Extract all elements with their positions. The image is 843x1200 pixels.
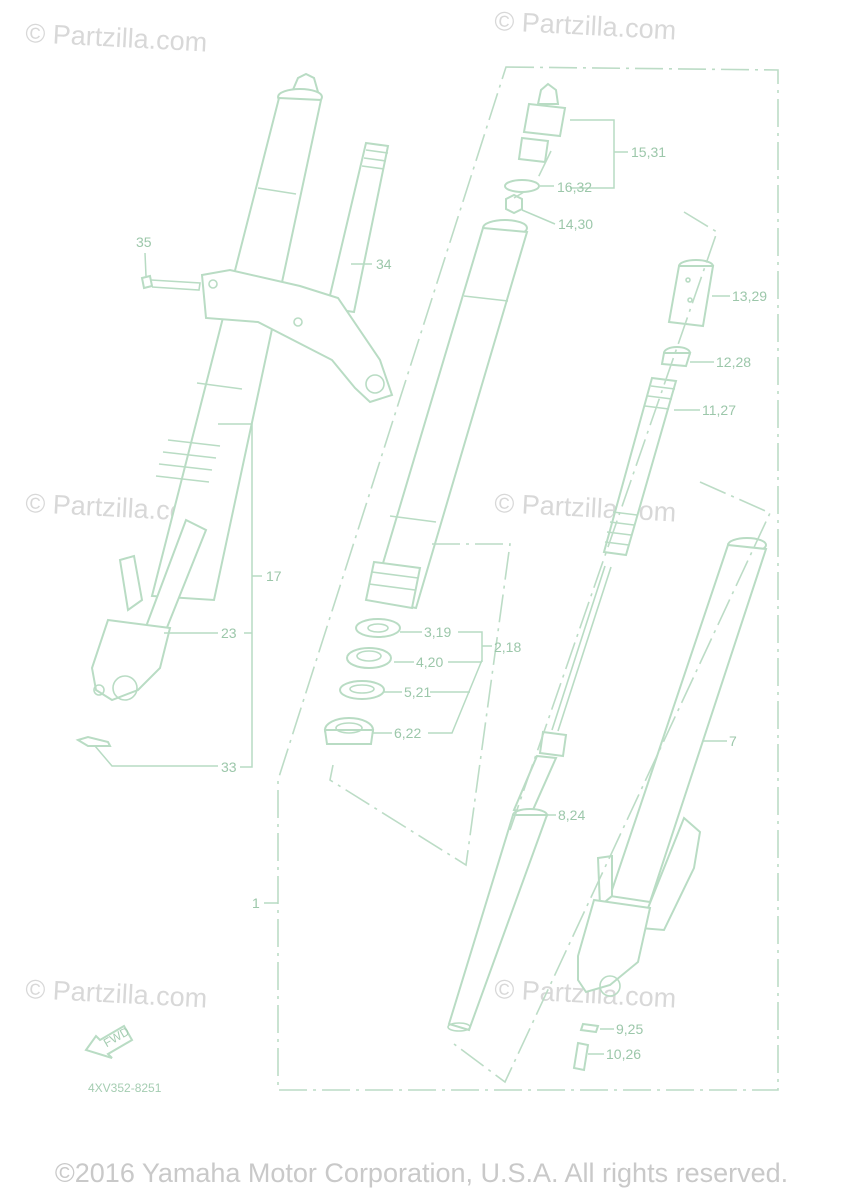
callout-17: 17 (266, 568, 282, 584)
spring-and-damper (447, 259, 768, 1072)
callout-13-29: 13,29 (732, 288, 767, 304)
callout-35: 35 (136, 234, 152, 250)
callout-12-28: 12,28 (716, 354, 751, 370)
fwd-arrow: FWD (84, 1024, 134, 1059)
part-callouts: 35 34 17 23 33 15,31 16,32 14,30 13,29 1… (136, 144, 767, 1062)
callout-5-21: 5,21 (404, 684, 431, 700)
assembled-fork (75, 72, 394, 747)
watermark-mid-right: © Partzilla.com (494, 488, 677, 527)
callout-16-32: 16,32 (557, 179, 592, 195)
group-box-lower (453, 481, 772, 1084)
callout-14-30: 14,30 (558, 216, 593, 232)
copyright-notice: ©2016 Yamaha Motor Corporation, U.S.A. A… (54, 1158, 789, 1188)
group-box-1 (277, 66, 779, 1091)
callout-1: 1 (252, 895, 260, 911)
diagram-code: 4XV352-8251 (88, 1081, 162, 1095)
watermark-bottom-left: © Partzilla.com (25, 974, 208, 1013)
callout-10-26: 10,26 (606, 1046, 641, 1062)
callout-7: 7 (729, 733, 737, 749)
callout-9-25: 9,25 (616, 1021, 643, 1037)
assembly-boundaries (277, 66, 779, 1091)
callout-33: 33 (221, 759, 237, 775)
watermark-top-left: © Partzilla.com (25, 18, 208, 57)
callout-11-27: 11,27 (702, 402, 736, 418)
callout-6-22: 6,22 (394, 725, 421, 741)
callout-3-19: 3,19 (424, 624, 451, 640)
callout-8-24: 8,24 (558, 807, 585, 823)
callout-2-18: 2,18 (494, 639, 521, 655)
callout-15-31: 15,31 (631, 144, 666, 160)
callout-34: 34 (376, 256, 392, 272)
watermark-top-right: © Partzilla.com (494, 6, 677, 45)
callout-4-20: 4,20 (416, 654, 443, 670)
callout-23: 23 (221, 625, 237, 641)
exploded-center-parts (323, 82, 567, 745)
group-box-upper (509, 211, 718, 831)
leader-lines (94, 119, 730, 1055)
group-box-2-18 (329, 543, 511, 867)
